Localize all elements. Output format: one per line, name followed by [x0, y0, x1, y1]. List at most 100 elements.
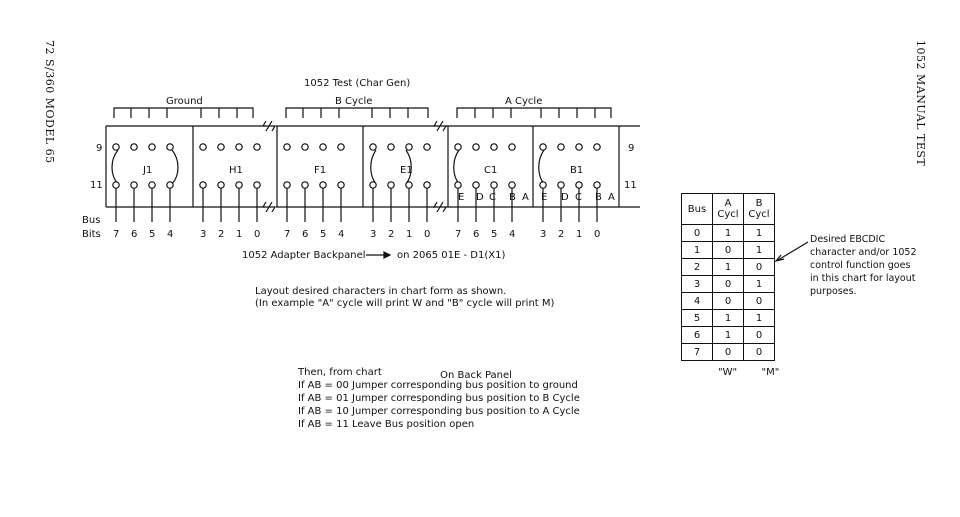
a-cycle-cell: 0 [712, 275, 744, 293]
sub-label: B [595, 192, 602, 203]
connector-pin [148, 143, 156, 151]
a-cycle-cell: 0 [712, 343, 744, 361]
bit-label: 2 [388, 229, 394, 240]
note-line: Desired EBCDIC [810, 234, 886, 245]
bit-label: 2 [558, 229, 564, 240]
bit-label: 0 [424, 229, 430, 240]
connector-pin [301, 143, 309, 151]
row-label-11-right: 11 [624, 180, 637, 191]
connector-pin [166, 143, 174, 151]
connector-pin [472, 181, 480, 189]
connector-pin [423, 181, 431, 189]
a-cycle-cell: 1 [712, 258, 744, 276]
instruction-line: If AB = 11 Leave Bus position open [298, 419, 475, 430]
a-cycle-cell: 1 [712, 309, 744, 327]
chart-footer: "W" "M" [718, 367, 779, 378]
bus-cell: 5 [681, 309, 713, 327]
instruction-line: If AB = 00 Jumper corresponding bus posi… [298, 380, 578, 391]
row-label-11: 11 [90, 180, 103, 191]
bit-label: 7 [284, 229, 290, 240]
sub-label: D [561, 192, 569, 203]
connector-pin [593, 181, 601, 189]
row-label-9-right: 9 [628, 143, 634, 154]
bit-label: 1 [236, 229, 242, 240]
connector-pin [337, 181, 345, 189]
a-cycle-cell: 1 [712, 326, 744, 344]
bit-label: 1 [406, 229, 412, 240]
sub-label: B [509, 192, 516, 203]
b-cycle-cell: 1 [743, 275, 775, 293]
connector-pin [253, 181, 261, 189]
bit-label: 0 [254, 229, 260, 240]
bus-cell: 7 [681, 343, 713, 361]
connector-pin [112, 181, 120, 189]
connector-label: F1 [314, 165, 326, 176]
b-cycle-cell: 1 [743, 241, 775, 259]
connector-label: H1 [229, 165, 243, 176]
bus-cell: 4 [681, 292, 713, 310]
connector-pin [217, 181, 225, 189]
connector-pin [337, 143, 345, 151]
instruction-line: If AB = 10 Jumper corresponding bus posi… [298, 406, 580, 417]
header-bus: Bus [681, 193, 713, 225]
bit-label: 0 [594, 229, 600, 240]
instruction-heading-2: On Back Panel [440, 370, 512, 381]
connector-pin [148, 181, 156, 189]
connector-pin [575, 181, 583, 189]
connector-pin [454, 143, 462, 151]
layout-instruction: Layout desired characters in chart form … [255, 286, 506, 297]
bus-cell: 6 [681, 326, 713, 344]
sub-label: E [541, 192, 547, 203]
connector-pin [369, 143, 377, 151]
b-cycle-cell: 1 [743, 309, 775, 327]
sub-label: C [489, 192, 496, 203]
connector-pin [369, 181, 377, 189]
connector-pin [166, 181, 174, 189]
bus-cell: 1 [681, 241, 713, 259]
connector-pin [557, 143, 565, 151]
bit-label: 5 [491, 229, 497, 240]
jumper-instructions: Then, from chart On Back Panel If AB = 0… [298, 366, 580, 431]
b-cycle-cell: 0 [743, 292, 775, 310]
bit-label: 1 [576, 229, 582, 240]
sub-label: C [575, 192, 582, 203]
footer-w: "W" [718, 367, 738, 378]
connector-pin [283, 143, 291, 151]
a-cycle-cell: 1 [712, 224, 744, 242]
b-cycle-cell: 0 [743, 326, 775, 344]
bits-label: Bits [82, 229, 101, 240]
a-cycle-cell: 0 [712, 292, 744, 310]
bit-label: 7 [455, 229, 461, 240]
note-line: character and/or 1052 [810, 247, 917, 258]
connector-pin [387, 143, 395, 151]
connector-pin [539, 181, 547, 189]
bus-cell: 3 [681, 275, 713, 293]
a-cycle-cell: 0 [712, 241, 744, 259]
instruction-heading: Then, from chart [298, 367, 382, 378]
sub-label: D [476, 192, 484, 203]
connector-pin [387, 181, 395, 189]
b-cycle-cell: 1 [743, 224, 775, 242]
row-label-9: 9 [96, 143, 102, 154]
b-cycle-cell: 0 [743, 343, 775, 361]
bus-cell: 2 [681, 258, 713, 276]
connector-label: J1 [142, 165, 152, 176]
diagram-title: 1052 Test (Char Gen) [304, 78, 410, 89]
footer-m: "M" [761, 367, 780, 378]
note-line: control function goes [810, 260, 911, 271]
bus-cell: 0 [681, 224, 713, 242]
bit-label: 3 [200, 229, 206, 240]
connector-label: E1 [400, 165, 413, 176]
header-a-cycle: A Cycl [712, 193, 744, 225]
bit-label: 4 [167, 229, 173, 240]
connector-pin [472, 143, 480, 151]
connector-pin [575, 143, 583, 151]
connector-pin [235, 143, 243, 151]
sub-label: A [608, 192, 615, 203]
connector-pin [490, 143, 498, 151]
